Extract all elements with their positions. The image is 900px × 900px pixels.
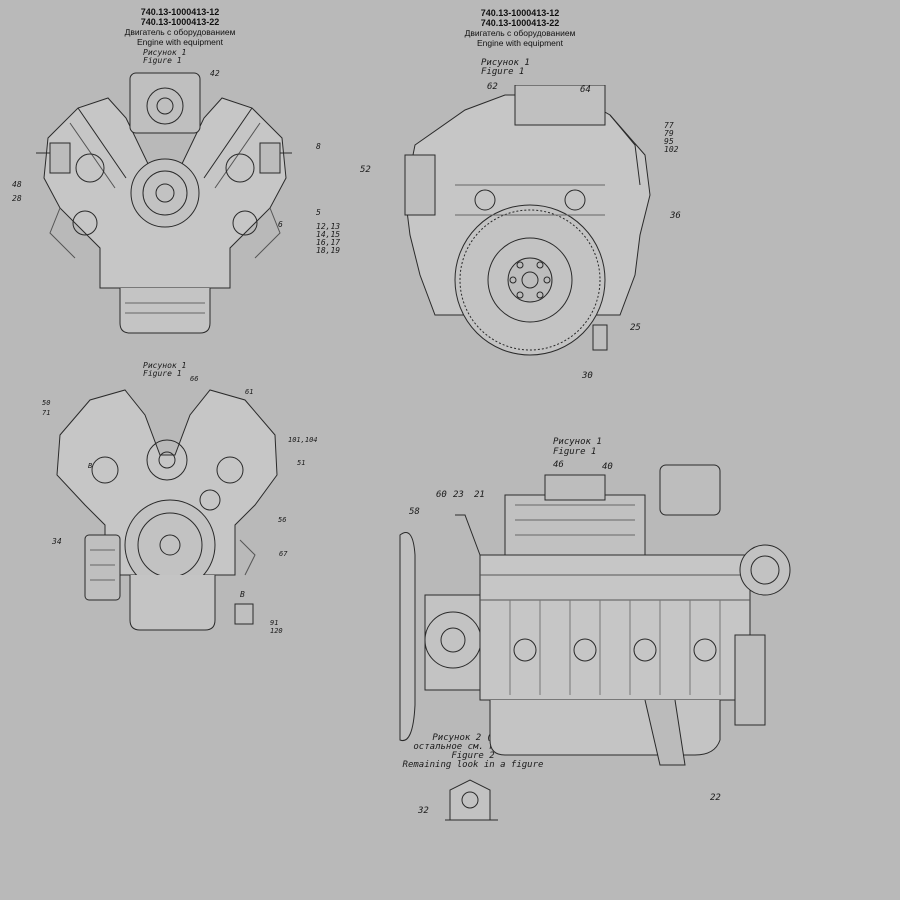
callout-br-32: 32 — [418, 806, 429, 816]
callout-br-58: 58 — [409, 507, 420, 517]
engine-front-view2-drawing — [45, 375, 290, 645]
callout-bl-56: 56 — [278, 516, 287, 524]
callout-bl-B1: B — [88, 462, 93, 470]
callout-bl-91: 91 — [270, 619, 279, 627]
callout-tr-25: 25 — [630, 323, 641, 333]
callout-bl-51: 51 — [297, 459, 306, 467]
callout-bl-101-104: 101,104 — [288, 436, 318, 444]
figure-label-tr-en: Figure 1 — [481, 67, 525, 77]
figure-label-br: Рисунок 1 Figure 1 — [553, 437, 602, 457]
callout-tl-6: 6 — [278, 220, 283, 229]
callout-tr-36: 36 — [670, 211, 681, 221]
engine-flywheel-view-drawing — [395, 85, 665, 370]
callout-bl-34: 34 — [52, 537, 62, 546]
callout-tl-18-19: 18,19 — [316, 246, 341, 255]
engine-front-view-drawing — [30, 58, 300, 353]
figure-label-fig2-ru: Рисунок 2 (1:4) — [432, 733, 514, 743]
callout-br-46: 46 — [553, 460, 564, 470]
callout-tl-14-15: 14,15 — [316, 230, 341, 239]
header-right-ru: Двигатель с оборудованием — [464, 28, 576, 38]
figure-label-fig2-en: Figure 2 — [451, 751, 495, 761]
callout-bl-67: 67 — [279, 550, 288, 558]
header-left: 740.13-1000413-12 740.13-1000413-22 Двиг… — [95, 7, 265, 47]
figure-label-bl-ru: Рисунок 1 — [143, 361, 187, 370]
callout-br-22: 22 — [710, 793, 721, 803]
callout-bl-66: 66 — [190, 375, 199, 383]
callout-tr-30: 30 — [582, 371, 593, 381]
header-right-en: Engine with equipment — [476, 38, 563, 48]
figure-label-fig2-en-note: Remaining look in a figure — [402, 760, 544, 770]
callout-tl-42: 42 — [210, 69, 220, 78]
callout-br-60: 60 — [436, 490, 447, 500]
figure-label-fig2-ru-note: остальное см. на рис.1 — [413, 742, 533, 752]
callout-tr-77: 77 — [664, 121, 674, 130]
header-left-code1: 740.13-1000413-12 — [140, 7, 220, 17]
figure-label-bl-en: Figure 1 — [143, 369, 182, 378]
callout-bl-B2: B — [240, 590, 245, 599]
callout-tr-62: 62 — [487, 82, 498, 92]
callout-tr-95: 95 — [664, 137, 674, 146]
callout-br-40: 40 — [602, 462, 613, 472]
figure-label-bl: Рисунок 1 Figure 1 — [143, 362, 186, 378]
callout-bl-120: 120 — [270, 627, 283, 635]
callout-tl-28: 28 — [12, 194, 22, 203]
callout-tr-102: 102 — [664, 145, 679, 154]
header-left-code2: 740.13-1000413-22 — [140, 17, 220, 27]
callout-tr-52: 52 — [360, 165, 371, 175]
figure2-detail-drawing — [440, 775, 505, 825]
figure-label-tr-ru: Рисунок 1 — [481, 58, 530, 68]
callout-tl-8: 8 — [316, 142, 321, 151]
callout-tl-12-13: 12,13 — [316, 222, 341, 231]
figure-label-tl: Рисунок 1 Figure 1 — [143, 49, 186, 65]
header-right-code1: 740.13-1000413-12 — [480, 8, 560, 18]
figure-label-br-ru: Рисунок 1 — [553, 437, 602, 447]
callout-tr-64: 64 — [580, 85, 591, 95]
header-left-ru: Двигатель с оборудованием — [124, 27, 236, 37]
callout-tr-79: 79 — [664, 129, 674, 138]
callout-tl-48: 48 — [12, 180, 22, 189]
callout-bl-50: 50 — [42, 399, 51, 407]
header-left-en: Engine with equipment — [136, 37, 223, 47]
callout-tl-16-17: 16,17 — [316, 238, 341, 247]
figure-label-fig2: Рисунок 2 (1:4) остальное см. на рис.1 F… — [398, 734, 548, 770]
header-right-code2: 740.13-1000413-22 — [480, 18, 560, 28]
callout-br-21: 21 — [474, 490, 485, 500]
engine-side-section-drawing — [395, 455, 805, 775]
header-right: 740.13-1000413-12 740.13-1000413-22 Двиг… — [435, 8, 605, 48]
callout-bl-71: 71 — [42, 409, 51, 417]
figure-label-tl-en: Figure 1 — [143, 56, 182, 65]
figure-label-tr: Рисунок 1 Figure 1 — [481, 59, 530, 77]
figure-label-br-en: Figure 1 — [553, 447, 597, 457]
callout-bl-61: 61 — [245, 388, 254, 396]
figure-label-tl-ru: Рисунок 1 — [143, 48, 187, 57]
callout-tl-5: 5 — [316, 208, 321, 217]
callout-br-23: 23 — [453, 490, 464, 500]
